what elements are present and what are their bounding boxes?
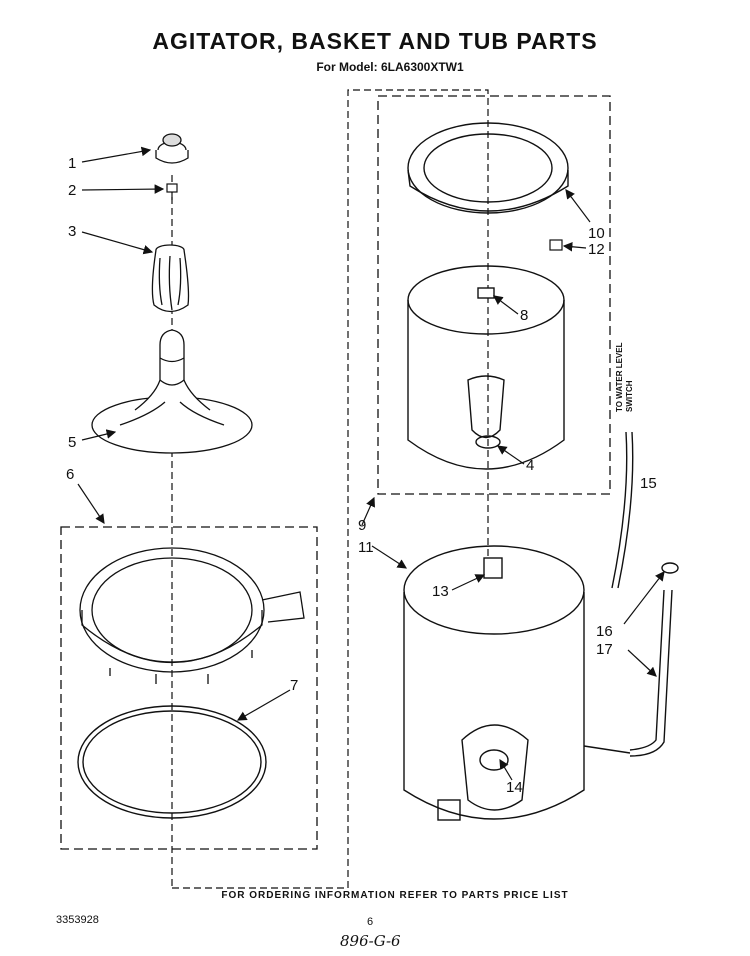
basket-part bbox=[407, 265, 565, 470]
callout-6: 6 bbox=[66, 466, 74, 483]
callout-16: 16 bbox=[596, 623, 613, 640]
callout-5: 5 bbox=[68, 434, 76, 451]
leader-lines bbox=[77, 146, 665, 781]
callout-3: 3 bbox=[68, 223, 76, 240]
water-level-tube-part bbox=[611, 431, 634, 589]
seal-ring-part bbox=[77, 705, 267, 819]
ring-hub-part bbox=[79, 547, 305, 684]
callout-7: 7 bbox=[290, 677, 298, 694]
hub-group-box bbox=[60, 526, 318, 850]
callout-8: 8 bbox=[520, 307, 528, 324]
clip-part bbox=[549, 239, 563, 251]
drain-hose-part bbox=[583, 562, 679, 757]
callout-9: 9 bbox=[358, 517, 366, 534]
handwritten-note: 896-G-6 bbox=[340, 932, 401, 950]
callout-13: 13 bbox=[432, 583, 449, 600]
water-level-switch-note: TO WATER LEVEL SWITCH bbox=[615, 342, 634, 412]
callout-12: 12 bbox=[588, 241, 605, 258]
side-note-line1: TO WATER LEVEL bbox=[615, 342, 624, 412]
basket-group-box bbox=[377, 95, 611, 495]
dashed-boxes bbox=[60, 95, 611, 850]
callout-14: 14 bbox=[506, 779, 523, 796]
document-number: 3353928 bbox=[56, 914, 99, 926]
tub-ring-part bbox=[407, 122, 569, 214]
ordering-note: FOR ORDERING INFORMATION REFER TO PARTS … bbox=[221, 890, 569, 901]
fastener-part bbox=[166, 183, 178, 200]
assembly-guide-lines bbox=[171, 89, 489, 889]
callout-11: 11 bbox=[358, 539, 374, 556]
callout-4: 4 bbox=[526, 457, 534, 474]
callout-17: 17 bbox=[596, 641, 613, 658]
agitator-auger-part bbox=[151, 244, 190, 313]
agitator-base-part bbox=[91, 329, 253, 454]
model-subtitle: For Model: 6LA6300XTW1 bbox=[316, 60, 464, 74]
side-note-line2: SWITCH bbox=[625, 380, 634, 412]
callout-15: 15 bbox=[640, 475, 657, 492]
callout-10: 10 bbox=[588, 225, 605, 242]
outer-tub-part bbox=[403, 545, 585, 821]
callout-2: 2 bbox=[68, 182, 76, 199]
page-number: 6 bbox=[367, 916, 374, 928]
agitator-cap-part bbox=[155, 133, 189, 164]
callout-1: 1 bbox=[68, 155, 76, 172]
page-title: AGITATOR, BASKET AND TUB PARTS bbox=[152, 28, 598, 54]
callout-labels: 1 2 3 5 6 7 8 4 10 12 9 11 13 14 15 16 1… bbox=[66, 155, 657, 796]
